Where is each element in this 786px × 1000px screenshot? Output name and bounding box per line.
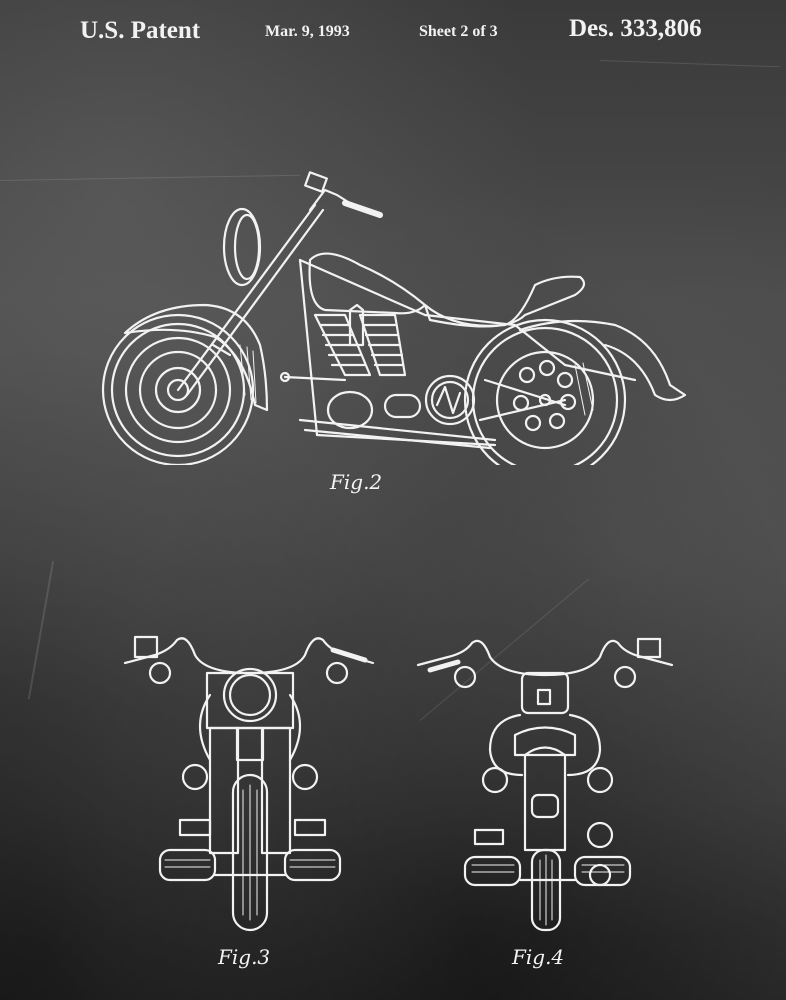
patent-number: Des. 333,806 — [569, 15, 702, 42]
figure-label-fig4: Fig.4 — [512, 945, 565, 969]
figure-front-view — [115, 625, 385, 935]
motorcycle-front-icon — [123, 635, 375, 932]
scratch-mark — [27, 561, 55, 700]
figure-side-view — [95, 165, 695, 465]
scratch-mark — [599, 60, 780, 68]
sheet-number: Sheet 2 of 3 — [419, 23, 498, 40]
motorcycle-rear-icon — [416, 637, 674, 932]
figure-rear-view — [410, 625, 680, 935]
figure-label-fig3: Fig.3 — [218, 945, 271, 969]
patent-date: Mar. 9, 1993 — [265, 23, 350, 40]
patent-title: U.S. Patent — [80, 17, 201, 44]
motorcycle-side-icon — [101, 171, 687, 465]
figure-label-fig2: Fig.2 — [330, 470, 383, 494]
patent-header: U.S. Patent Mar. 9, 1993 Sheet 2 of 3 De… — [0, 0, 786, 60]
